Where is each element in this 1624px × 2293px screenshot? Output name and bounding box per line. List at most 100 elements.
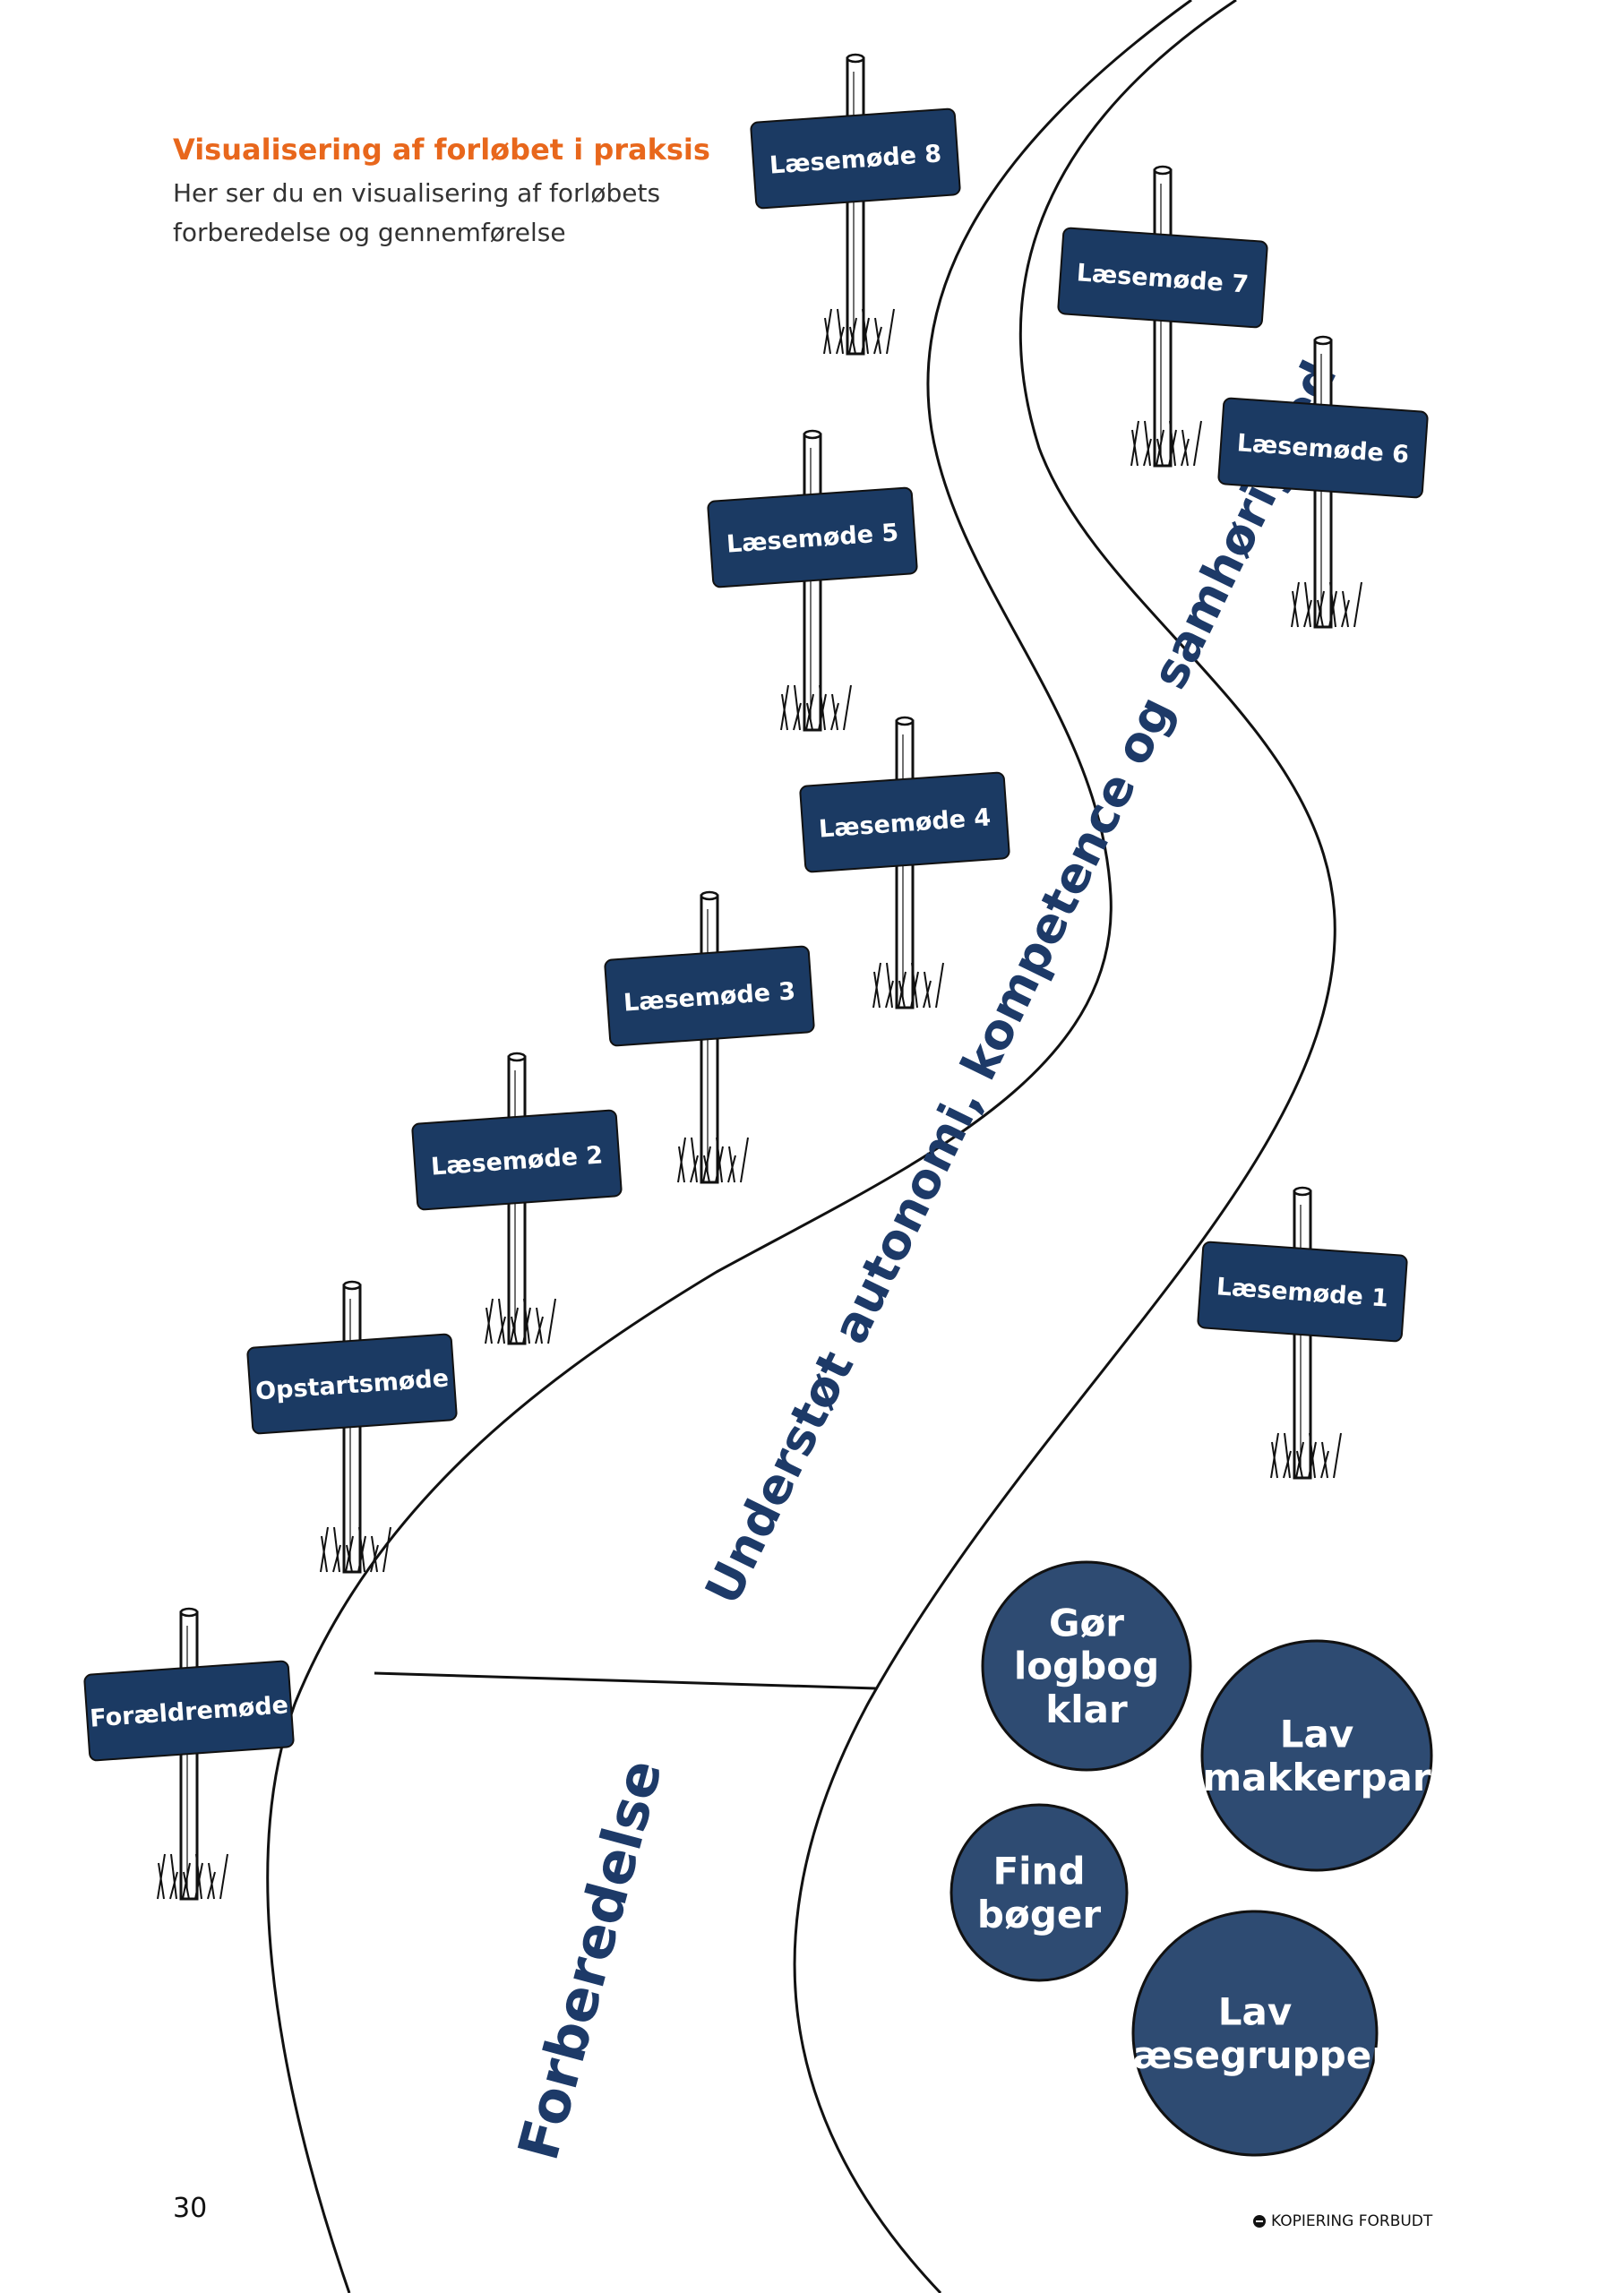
post-top [342, 1280, 362, 1291]
grass-blade [849, 326, 856, 355]
grass-tuft [1130, 420, 1202, 467]
grass-blade [690, 1155, 699, 1183]
grass-blade [886, 308, 895, 355]
sign-panel [83, 1660, 295, 1762]
grass-blade [781, 693, 788, 731]
task-label-line: bøger [977, 1893, 1101, 1937]
grass-blade [158, 1862, 165, 1900]
sign-board: Læsemøde 7 [1057, 227, 1268, 329]
tasks-layer: GørlogbogklarLavmakkerparFindbøgerLavlæs… [949, 1560, 1433, 2157]
grass-blade [716, 1137, 723, 1183]
grass-blade [740, 1137, 749, 1183]
grass-blade [678, 1146, 685, 1183]
grass-blade [1283, 1450, 1292, 1479]
post-top [895, 716, 915, 726]
grass-blade [862, 308, 869, 355]
section-label-forberedelse: Forberedelse [505, 1753, 675, 2167]
post-top [846, 53, 865, 64]
grass-blade [547, 1298, 556, 1344]
grass-blade [824, 317, 831, 355]
grass-blade [1296, 1450, 1303, 1479]
grass-blade [208, 1862, 215, 1900]
post-top [1313, 335, 1333, 346]
grass-blade [332, 1544, 341, 1573]
post-top [700, 890, 719, 901]
grass-blade [170, 1853, 177, 1900]
sign-post [179, 1610, 199, 1901]
grass-blade [346, 1544, 353, 1573]
grass-blade [1284, 1432, 1291, 1479]
sign-board: Læsemøde 6 [1217, 397, 1429, 499]
sign-panel [604, 945, 815, 1047]
signpost: Læsemøde 4 [799, 716, 1010, 1009]
post-top [1293, 1186, 1312, 1197]
post-top [179, 1607, 199, 1618]
grass-blade [911, 962, 918, 1009]
grass-blade [886, 962, 893, 1009]
task-circle-bg [1131, 1910, 1379, 2157]
grass-tuft [485, 1298, 556, 1344]
no-copy-icon [1253, 2215, 1266, 2228]
grass-blade [1304, 581, 1311, 628]
grass-blade [794, 684, 801, 731]
grass-blade [1342, 590, 1349, 628]
sign-panel [246, 1333, 458, 1435]
grass-tuft [157, 1853, 228, 1900]
signs-layer: Forældremøde Opstartsmøde Læsemøde 2 Læsemø… [83, 53, 1429, 1901]
grass-blade [1156, 438, 1164, 467]
grass-tuft [1291, 581, 1362, 628]
grass-blade [1303, 599, 1312, 628]
grass-tuft [780, 684, 852, 731]
signpost: Læsemøde 5 [707, 429, 918, 732]
grass-blade [1193, 420, 1202, 467]
sign-panel [799, 771, 1010, 873]
grass-blade [874, 317, 881, 355]
grass-tuft [677, 1137, 749, 1183]
task-label-line: Gør [1049, 1601, 1124, 1645]
sign-panel [750, 107, 961, 210]
grass-blade [793, 702, 802, 731]
grass-blade [1144, 420, 1151, 467]
post-top [803, 429, 822, 440]
sign-board: Læsemøde 3 [604, 945, 815, 1047]
grass-blade [819, 684, 826, 731]
signpost: Læsemøde 2 [411, 1052, 623, 1345]
grass-blade [1317, 599, 1324, 628]
grass-blade [498, 1298, 505, 1344]
grass-blade [1333, 1432, 1342, 1479]
copyright-notice: KOPIERING FORBUDT [1253, 2212, 1432, 2230]
sign-board: Læsemøde 2 [411, 1109, 623, 1211]
grass-blade [523, 1298, 530, 1344]
grass-blade [1181, 429, 1189, 467]
grass-blade [1131, 429, 1139, 467]
task-label-line: logbog [1014, 1645, 1159, 1688]
sign-board: Opstartsmøde [246, 1333, 458, 1435]
sign-post [846, 56, 865, 356]
task-circle-bg [981, 1560, 1192, 1772]
signpost: Forældremøde [83, 1607, 295, 1901]
grass-blade [885, 980, 894, 1009]
grass-blade [195, 1853, 202, 1900]
grass-blade [219, 1853, 228, 1900]
sign-panel [1057, 227, 1268, 329]
signpost: Læsemøde 6 [1217, 335, 1429, 629]
post-top [507, 1052, 527, 1062]
grass-blade [1321, 1441, 1328, 1479]
grass-tuft [320, 1526, 391, 1573]
grass-blade [806, 702, 813, 731]
page-subtitle: Her ser du en visualisering af forløbets… [173, 178, 661, 247]
grass-blade [1143, 438, 1152, 467]
grass-blade [497, 1316, 506, 1344]
signpost: Læsemøde 1 [1197, 1186, 1408, 1480]
signpost: Læsemøde 7 [1057, 165, 1268, 468]
grass-blade [536, 1307, 543, 1344]
road-left-edge [266, 0, 1192, 2293]
grass-blade [873, 971, 881, 1009]
signpost: Læsemøde 3 [604, 890, 815, 1184]
grass-blade [371, 1535, 378, 1573]
grass-blade [358, 1526, 365, 1573]
